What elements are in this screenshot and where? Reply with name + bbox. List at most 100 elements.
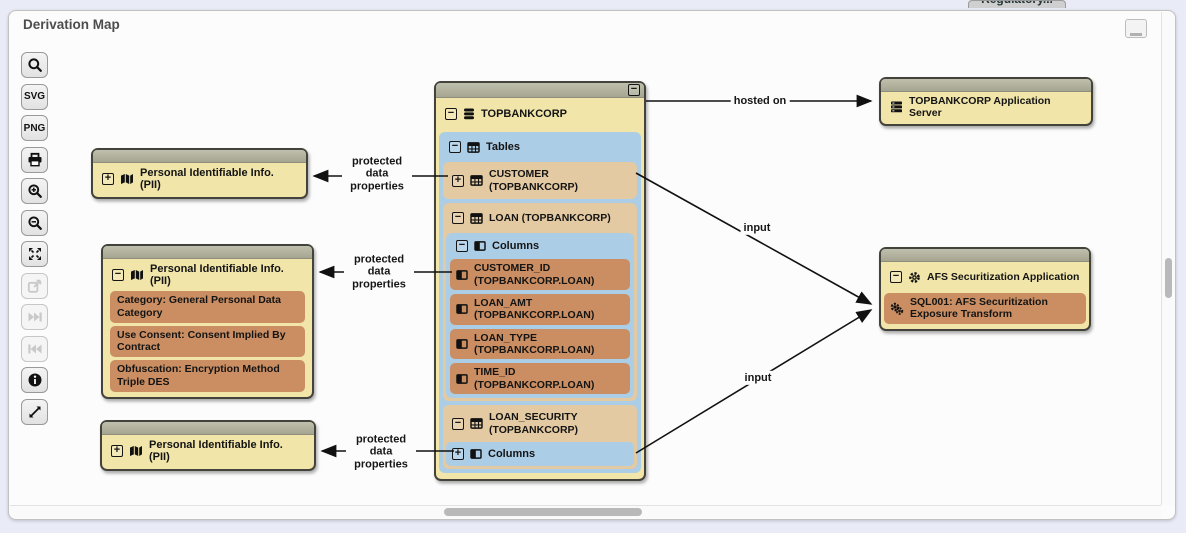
column-name: CUSTOMER_ID: [474, 262, 551, 275]
group-label: Columns: [492, 240, 540, 253]
columns-icon: [456, 304, 468, 315]
expand-toggle[interactable]: +: [102, 173, 114, 185]
pii-map-icon: [120, 173, 134, 185]
column-qualifier: (TOPBANKCORP.LOAN): [474, 274, 595, 287]
expand-toggle[interactable]: +: [111, 445, 123, 457]
columns-icon: [456, 339, 468, 349]
column-loan-type[interactable]: LOAN_TYPE (TOPBANKCORP.LOAN): [450, 328, 630, 360]
print-button[interactable]: [21, 146, 48, 173]
node-header: [103, 246, 312, 259]
table-qualifier: (TOPBANKCORP): [489, 423, 579, 436]
pii-property-use-consent[interactable]: Use Consent: Consent Implied By Contract: [110, 325, 305, 358]
export-svg-label: SVG: [23, 91, 46, 102]
transform-sql001[interactable]: SQL001: AFS Securitization Exposure Tran…: [884, 293, 1086, 324]
node-title: Personal Identifiable Info. (PII): [140, 167, 274, 191]
edge-label-hosted-on: hosted on: [730, 93, 790, 109]
table-loan[interactable]: − LOAN (TOPBANKCORP) −: [443, 203, 637, 402]
table-customer[interactable]: + CUSTOMER (TOPBANKCORP): [443, 162, 637, 200]
vertical-scrollbar[interactable]: [1161, 12, 1174, 505]
collapse-node-button[interactable]: −: [628, 84, 640, 96]
background-tab-label: Regulatory...: [969, 1, 1065, 6]
collapse-toggle[interactable]: −: [449, 141, 461, 153]
node-pii-expanded[interactable]: − Personal Identifiable Info. (PII) Cate…: [101, 244, 314, 399]
search-button[interactable]: [21, 52, 48, 78]
resize-button[interactable]: [21, 398, 48, 425]
diagram-canvas[interactable]: + Personal Identifiable Info. (PII) − Pe…: [9, 11, 1175, 519]
column-loan-amt[interactable]: LOAN_AMT (TOPBANKCORP.LOAN): [450, 293, 630, 325]
share-icon: [27, 278, 43, 294]
group-label: Columns: [488, 448, 536, 461]
columns-icon: [470, 449, 482, 460]
database-icon: [463, 108, 475, 120]
horizontal-scrollbar[interactable]: [10, 505, 1161, 518]
resize-icon: [27, 404, 43, 420]
column-qualifier: (TOPBANKCORP.LOAN): [474, 309, 595, 322]
node-header: [93, 150, 306, 163]
minimize-panel-button[interactable]: [1125, 19, 1147, 38]
collapse-toggle[interactable]: −: [112, 269, 124, 281]
tables-group: − Tables +: [439, 132, 641, 474]
node-pii-bottom[interactable]: + Personal Identifiable Info. (PII): [100, 420, 316, 471]
table-name: LOAN_SECURITY: [489, 411, 578, 424]
node-header: [881, 249, 1089, 262]
background-tab-regulatory[interactable]: Regulatory...: [968, 0, 1066, 8]
expand-toggle[interactable]: +: [452, 174, 464, 187]
skip-forward-icon: [27, 309, 43, 325]
column-customer-id[interactable]: CUSTOMER_ID (TOPBANKCORP.LOAN): [450, 259, 630, 290]
collapse-toggle[interactable]: −: [890, 271, 902, 283]
node-topbankcorp[interactable]: − − TOPBANKCORP − Tables: [434, 81, 646, 481]
search-icon: [27, 57, 43, 73]
column-qualifier: (TOPBANKCORP.LOAN): [474, 344, 595, 357]
edge-label-protected-2: protected data properties: [344, 252, 414, 292]
info-icon: [27, 372, 43, 388]
node-header: [881, 79, 1091, 92]
collapse-toggle[interactable]: −: [452, 417, 464, 430]
column-qualifier: (TOPBANKCORP.LOAN): [474, 378, 595, 391]
gears-icon: [890, 302, 904, 315]
node-app-server[interactable]: TOPBANKCORP Application Server: [879, 77, 1093, 126]
diagram-toolbar: SVG PNG: [21, 52, 48, 425]
edge-label-input-2: input: [741, 370, 775, 386]
collapse-toggle[interactable]: −: [456, 240, 468, 253]
table-name: CUSTOMER: [489, 168, 549, 180]
columns-group-collapsed[interactable]: + Columns: [446, 442, 634, 467]
node-title: AFS Securitization Application: [927, 271, 1080, 283]
zoom-out-icon: [27, 215, 43, 231]
info-button[interactable]: [21, 367, 48, 393]
table-icon: [470, 175, 483, 186]
collapse-toggle[interactable]: −: [452, 212, 464, 225]
skip-backward-icon: [27, 341, 43, 357]
edge-input-1: [635, 172, 873, 305]
zoom-in-icon: [27, 183, 43, 199]
export-png-label: PNG: [23, 122, 46, 134]
columns-group: − Columns CU: [446, 233, 634, 399]
table-name: LOAN (TOPBANKCORP): [489, 211, 611, 224]
table-loan-security[interactable]: − LOAN_SECURITY (TOPBANKCORP) +: [443, 405, 637, 470]
zoom-out-button[interactable]: [21, 209, 48, 236]
fit-to-screen-button[interactable]: [21, 241, 48, 267]
pii-map-icon: [129, 445, 143, 457]
step-forward-button[interactable]: [21, 304, 48, 330]
edge-label-input-1: input: [740, 220, 774, 236]
fit-screen-icon: [27, 246, 43, 262]
table-qualifier: (TOPBANKCORP): [489, 180, 579, 193]
open-external-button[interactable]: [21, 272, 48, 299]
node-afs-application[interactable]: − AFS Securitization Application SQL001:…: [879, 247, 1091, 331]
gear-icon: [908, 271, 921, 284]
pii-property-category[interactable]: Category: General Personal Data Category: [110, 291, 305, 323]
column-name: LOAN_AMT: [474, 296, 533, 309]
column-name: TIME_ID: [474, 366, 516, 379]
export-svg-button[interactable]: SVG: [21, 83, 48, 110]
zoom-in-button[interactable]: [21, 178, 48, 204]
collapse-toggle[interactable]: −: [445, 108, 457, 120]
step-backward-button[interactable]: [21, 335, 48, 362]
node-pii-top[interactable]: + Personal Identifiable Info. (PII): [91, 148, 308, 199]
pii-property-obfuscation[interactable]: Obfuscation: Encryption Method Triple DE…: [110, 360, 305, 392]
printer-icon: [27, 152, 43, 168]
export-png-button[interactable]: PNG: [21, 115, 48, 141]
expand-toggle[interactable]: +: [452, 448, 464, 461]
pii-map-icon: [130, 269, 144, 281]
vertical-scrollbar-thumb[interactable]: [1165, 258, 1172, 298]
column-time-id[interactable]: TIME_ID (TOPBANKCORP.LOAN): [450, 363, 630, 395]
horizontal-scrollbar-thumb[interactable]: [444, 508, 642, 516]
